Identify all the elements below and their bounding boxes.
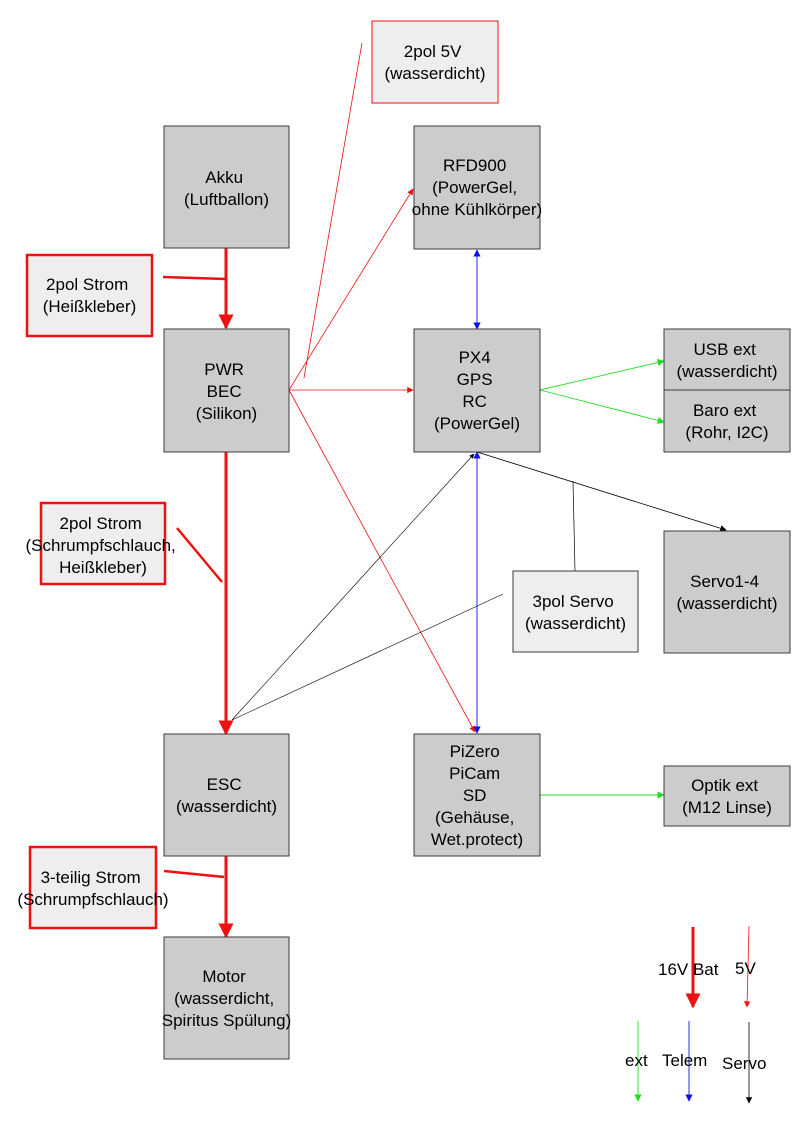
note-2pol-strom-1: 2pol Strom (Heißkleber) — [25, 253, 154, 338]
note-2pol-5v: 2pol 5V (wasserdicht) — [371, 20, 499, 104]
node-optik-ext: Optik ext (M12 Linse) — [663, 765, 791, 827]
note-3pol-servo: 3pol Servo (wasserdicht) — [512, 570, 639, 653]
node-rfd900-label: RFD900 (PowerGel, ohne Kühlkörper) — [412, 156, 542, 219]
note-3teilig-strom: 3-teilig Strom (Schrumpfschlauch) — [17, 845, 169, 930]
node-px4: PX4 GPS RC (PowerGel) — [413, 328, 541, 453]
node-esc: ESC (wasserdicht) — [163, 733, 290, 857]
legend-arrow-5v — [743, 925, 751, 1008]
legend-label-ext: ext — [625, 1051, 648, 1070]
legend-label-telem: Telem — [662, 1051, 707, 1070]
note-3pol-servo-label: 3pol Servo (wasserdicht) — [525, 592, 626, 633]
ext-px4-to-usb — [539, 358, 665, 391]
v5-pwr-to-pizero — [288, 389, 476, 733]
node-motor-label: Motor (wasserdicht, Spiritus Spülung) — [162, 967, 291, 1030]
node-pizero: PiZero PiCam SD (Gehäuse, Wet.protect) — [413, 733, 541, 857]
node-baro-ext: Baro ext (Rohr, I2C) — [663, 389, 791, 453]
note-2pol-5v-label: 2pol 5V (wasserdicht) — [384, 42, 485, 83]
node-akku: Akku (Luftballon) — [163, 125, 290, 249]
pointer-3pol-servo-b — [231, 593, 504, 721]
legend-label-5v: 5V — [735, 959, 756, 978]
node-px4-label: PX4 GPS RC (PowerGel) — [434, 348, 520, 433]
note-2pol-strom-2: 2pol Strom (Schrumpfschlauch, Heißkleber… — [26, 501, 181, 586]
legend: 16V Bat 5V ext Telem Servo — [625, 925, 766, 1104]
node-servo: Servo1-4 (wasserdicht) — [663, 530, 791, 654]
node-usb-ext-label: USB ext (wasserdicht) — [676, 340, 777, 381]
connectors — [162, 42, 727, 939]
node-pizero-label: PiZero PiCam SD (Gehäuse, Wet.protect) — [431, 742, 523, 849]
legend-label-servo: Servo — [722, 1054, 766, 1073]
pointer-3pol-servo-a — [572, 480, 576, 572]
node-pwr-label: PWR BEC (Silikon) — [196, 360, 257, 423]
node-servo-label: Servo1-4 (wasserdicht) — [676, 572, 777, 613]
note-2pol-strom-2-label: 2pol Strom (Schrumpfschlauch, Heißkleber… — [26, 514, 181, 577]
node-esc-label: ESC (wasserdicht) — [176, 775, 277, 816]
node-motor: Motor (wasserdicht, Spiritus Spülung) — [162, 936, 291, 1060]
pointer-3teilig-strom — [163, 869, 225, 879]
node-rfd900: RFD900 (PowerGel, ohne Kühlkörper) — [412, 125, 542, 250]
pointer-2pol-5v — [303, 42, 363, 379]
node-pwr: PWR BEC (Silikon) — [163, 328, 290, 453]
servo-esc-to-px4 — [231, 453, 475, 721]
pointer-2pol-strom-1 — [162, 275, 227, 281]
node-optik-ext-label: Optik ext (M12 Linse) — [682, 776, 772, 817]
v5-pwr-to-rfd900 — [288, 188, 414, 391]
note-2pol-strom-1-label: 2pol Strom (Heißkleber) — [43, 275, 137, 316]
pointer-2pol-strom-2 — [176, 527, 223, 583]
ext-px4-to-baro — [539, 389, 665, 424]
node-akku-label: Akku (Luftballon) — [184, 168, 269, 209]
node-baro-ext-label: Baro ext (Rohr, I2C) — [685, 401, 768, 442]
note-3teilig-strom-label: 3-teilig Strom (Schrumpfschlauch) — [17, 868, 168, 909]
legend-label-16v-bat: 16V Bat — [658, 960, 719, 979]
node-usb-ext: USB ext (wasserdicht) — [663, 328, 791, 391]
servo-px4-to-servo — [476, 451, 727, 532]
